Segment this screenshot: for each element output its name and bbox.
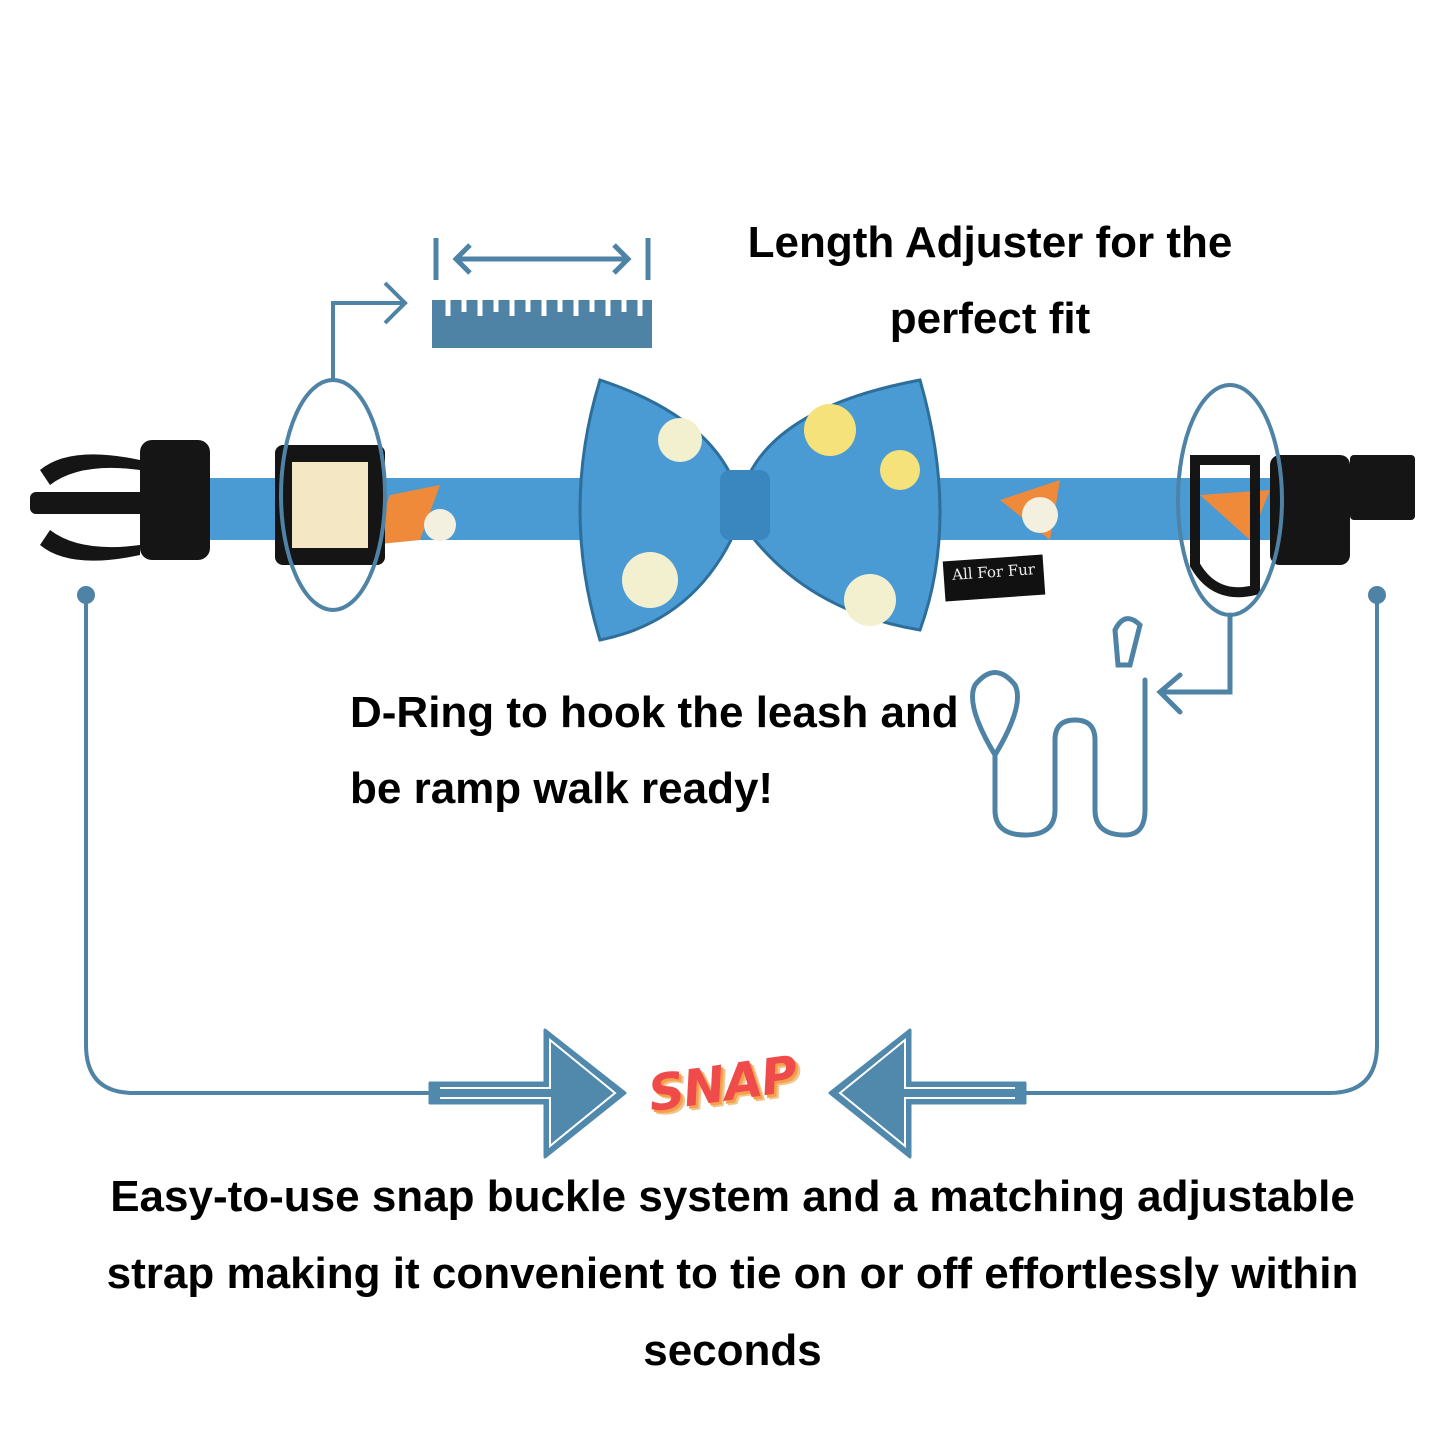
snap-buckle-description: Easy-to-use snap buckle system and a mat… bbox=[106, 1172, 1359, 1375]
bow-tie bbox=[578, 378, 942, 642]
d-ring-label: D-Ring to hook the leash and be ramp wal… bbox=[350, 688, 959, 813]
arrow-left-icon bbox=[828, 1028, 1027, 1159]
length-adjuster-slider bbox=[275, 378, 387, 612]
length-adjuster-label: Length Adjuster for the perfect fit bbox=[747, 218, 1233, 343]
snap-connector-lines bbox=[84, 595, 1379, 1095]
left-buckle bbox=[30, 440, 210, 561]
arrow-right-icon bbox=[428, 1028, 627, 1159]
strap-pattern bbox=[370, 480, 1270, 545]
adjuster-connector bbox=[331, 281, 408, 380]
ruler-icon bbox=[432, 238, 652, 348]
leash-icon bbox=[970, 612, 1233, 838]
right-buckle bbox=[1176, 383, 1415, 617]
brand-tag: All For Fur bbox=[942, 554, 1046, 602]
